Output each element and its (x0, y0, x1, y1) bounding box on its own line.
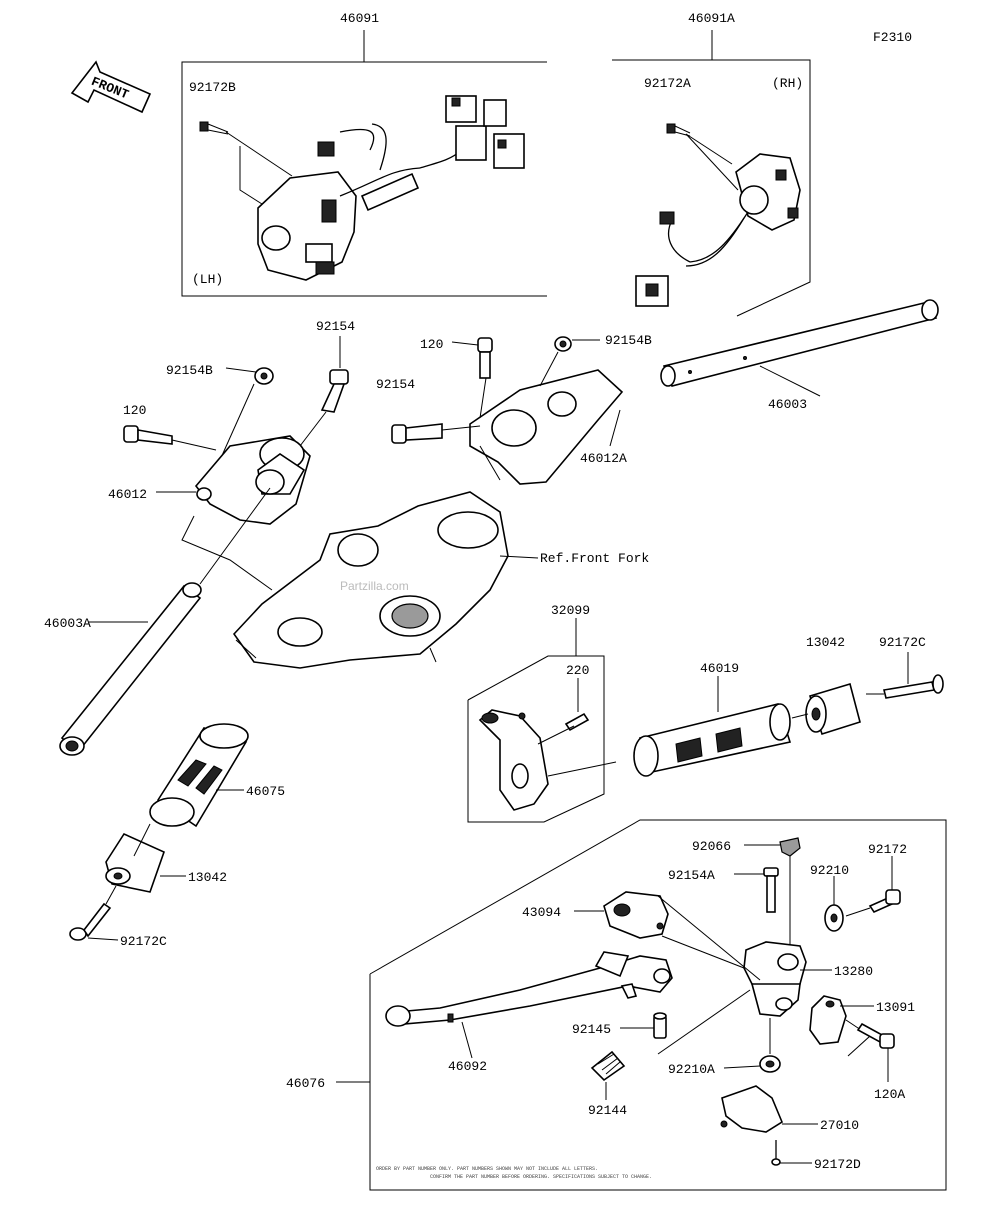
throttle-housing-icon (478, 709, 549, 811)
label-92172C-r: 92172C (879, 635, 926, 650)
bracket-43094-icon (603, 891, 669, 939)
lh-switch-housing-icon (257, 171, 357, 281)
screw-92172C-r-icon (883, 674, 944, 699)
clamp-13091-icon (809, 995, 847, 1045)
label-32099: 32099 (551, 603, 590, 618)
switch-rh-frame (612, 59, 811, 317)
label-rh: (RH) (772, 76, 803, 91)
label-46012: 46012 (108, 487, 147, 502)
bolt-120-l-icon (123, 425, 173, 445)
spacer-92145-icon (653, 1012, 667, 1039)
label-92172A: 92172A (644, 76, 691, 91)
bolt-92154B-r-icon (554, 336, 572, 352)
label-46092: 46092 (448, 1059, 487, 1074)
watermark: Partzilla.com (340, 579, 409, 593)
bolt-92154-l-icon (320, 369, 349, 413)
bolt-120A-icon (856, 1022, 895, 1049)
label-120-l: 120 (123, 403, 146, 418)
label-92210: 92210 (810, 863, 849, 878)
screw-92172C-l-icon (69, 902, 112, 941)
label-220: 220 (566, 663, 589, 678)
nut-92210A-icon (759, 1055, 781, 1073)
bolt-92154A-icon (763, 867, 779, 913)
rh-connector-icon (635, 275, 669, 307)
handlebar-46003-icon (660, 299, 939, 387)
label-46012A: 46012A (580, 451, 627, 466)
ref-front-fork: Ref.Front Fork (540, 551, 649, 566)
screw-220-icon (564, 712, 590, 732)
label-92154B-r: 92154B (605, 333, 652, 348)
label-92210A: 92210A (668, 1062, 715, 1077)
figure-code: F2310 (873, 30, 912, 45)
screw-92172D-icon (771, 1140, 781, 1166)
cap-92066-icon (779, 837, 801, 857)
bolt-120-r-icon (477, 337, 493, 379)
bolt-92154-r-icon (391, 423, 443, 444)
fine-print-2: CONFIRM THE PART NUMBER BEFORE ORDERING.… (430, 1174, 652, 1180)
connector-icon (445, 95, 525, 169)
switch-27010-icon (720, 1085, 783, 1133)
front-arrow-icon: FRONT (70, 60, 152, 114)
screw-icon (199, 121, 229, 135)
bar-end-13042-r-icon (805, 682, 861, 736)
screw-92172-icon (868, 889, 901, 914)
label-120A: 120A (874, 1087, 905, 1102)
label-92154B-l: 92154B (166, 363, 213, 378)
bar-end-13042-l-icon (105, 832, 165, 893)
handlebar-46003A-icon (59, 582, 202, 756)
bolt-92154B-l-icon (254, 367, 274, 385)
label-92145: 92145 (572, 1022, 611, 1037)
label-46003: 46003 (768, 397, 807, 412)
washer-92210-icon (824, 904, 844, 932)
label-43094: 43094 (522, 905, 561, 920)
grip-46019-icon (633, 703, 792, 777)
label-92172C-l: 92172C (120, 934, 167, 949)
label-92144: 92144 (588, 1103, 627, 1118)
label-92172: 92172 (868, 842, 907, 857)
label-46075: 46075 (246, 784, 285, 799)
throttle-box-frame (467, 655, 605, 823)
label-46091A: 46091A (688, 11, 735, 26)
master-body-13280-icon (743, 941, 807, 1017)
label-13280: 13280 (834, 964, 873, 979)
rh-switch-housing-icon (735, 153, 801, 231)
spring-92144-icon (590, 1050, 626, 1082)
label-92154A: 92154A (668, 868, 715, 883)
label-92154-r: 92154 (376, 377, 415, 392)
fine-print-1: ORDER BY PART NUMBER ONLY. PART NUMBERS … (376, 1166, 598, 1172)
label-46019: 46019 (700, 661, 739, 676)
clamp-46012A-icon (469, 369, 624, 485)
switch-lh-frame (181, 61, 547, 297)
label-27010: 27010 (820, 1118, 859, 1133)
label-13042-l: 13042 (188, 870, 227, 885)
lever-46092-icon (385, 951, 673, 1027)
label-46003A: 46003A (44, 616, 91, 631)
switch-rh-group (612, 30, 811, 317)
label-13091: 13091 (876, 1000, 915, 1015)
label-46091: 46091 (340, 11, 379, 26)
label-92172D: 92172D (814, 1157, 861, 1172)
label-13042-r: 13042 (806, 635, 845, 650)
label-120-r: 120 (420, 337, 443, 352)
label-lh: (LH) (192, 272, 223, 287)
master-cylinder-frame (369, 819, 947, 1191)
label-46076: 46076 (286, 1076, 325, 1091)
upper-triple-clamp-icon (232, 491, 509, 669)
switch-lh-group (181, 30, 547, 297)
label-92066: 92066 (692, 839, 731, 854)
clamp-46012-icon (194, 435, 311, 525)
label-92154-l: 92154 (316, 319, 355, 334)
label-92172B: 92172B (189, 80, 236, 95)
grip-46075-icon (149, 723, 249, 828)
